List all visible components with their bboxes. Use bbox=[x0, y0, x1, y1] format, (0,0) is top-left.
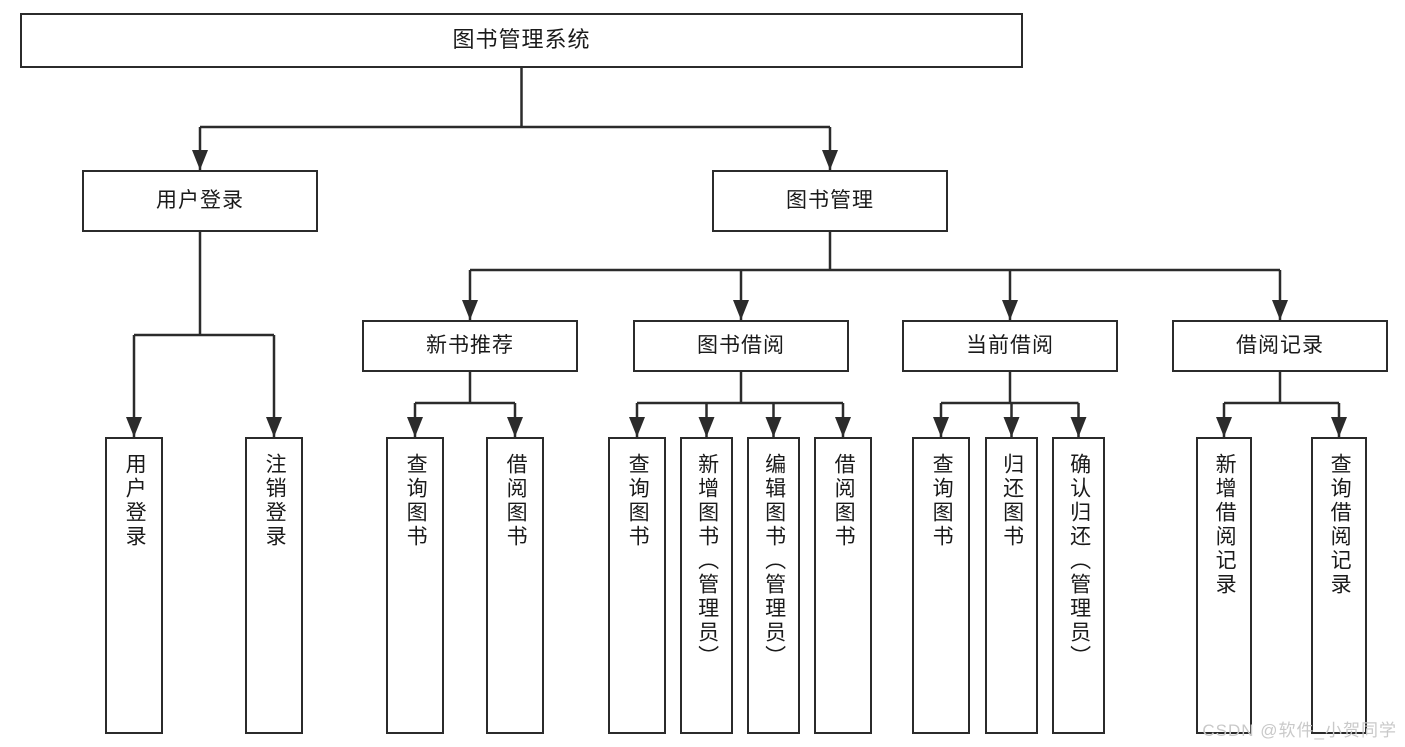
arrowhead-icon bbox=[933, 417, 949, 437]
node-label: 编辑图书（管理员） bbox=[762, 453, 786, 669]
node-label: 当前借阅 bbox=[966, 334, 1054, 358]
node-l-confirm[interactable]: 确认归还（管理员） bbox=[1052, 437, 1105, 734]
node-current[interactable]: 当前借阅 bbox=[902, 320, 1118, 372]
node-label: 确认归还（管理员） bbox=[1067, 453, 1091, 669]
arrowhead-icon bbox=[1070, 417, 1087, 437]
arrowhead-icon bbox=[407, 417, 423, 437]
node-label: 借阅图书 bbox=[504, 453, 528, 549]
arrowhead-icon bbox=[835, 417, 851, 437]
node-label: 图书管理系统 bbox=[452, 27, 591, 53]
node-l-queryrec[interactable]: 查询借阅记录 bbox=[1311, 437, 1367, 734]
node-label: 查询图书 bbox=[930, 453, 954, 549]
node-l-query1[interactable]: 查询图书 bbox=[386, 437, 444, 734]
node-l-logout[interactable]: 注销登录 bbox=[245, 437, 303, 734]
node-l-query3[interactable]: 查询图书 bbox=[912, 437, 970, 734]
arrowhead-icon bbox=[462, 300, 478, 320]
node-label: 新书推荐 bbox=[426, 334, 514, 358]
node-l-borrow1[interactable]: 借阅图书 bbox=[486, 437, 544, 734]
arrowhead-icon bbox=[507, 417, 523, 437]
node-login[interactable]: 用户登录 bbox=[82, 170, 318, 232]
arrowhead-icon bbox=[1002, 300, 1018, 320]
arrowhead-icon bbox=[126, 417, 142, 437]
node-label: 图书借阅 bbox=[697, 334, 785, 358]
node-l-query2[interactable]: 查询图书 bbox=[608, 437, 666, 734]
node-label: 借阅记录 bbox=[1236, 334, 1324, 358]
node-label: 新增图书（管理员） bbox=[695, 453, 719, 669]
arrowhead-icon bbox=[765, 417, 782, 437]
node-label: 查询图书 bbox=[404, 453, 428, 549]
node-newbook[interactable]: 新书推荐 bbox=[362, 320, 578, 372]
node-l-borrow2[interactable]: 借阅图书 bbox=[814, 437, 872, 734]
arrowhead-icon bbox=[1272, 300, 1288, 320]
arrowhead-icon bbox=[1003, 417, 1020, 437]
arrowhead-icon bbox=[733, 300, 749, 320]
node-label: 用户登录 bbox=[156, 189, 244, 213]
node-bookmgmt[interactable]: 图书管理 bbox=[712, 170, 948, 232]
node-l-return[interactable]: 归还图书 bbox=[985, 437, 1038, 734]
node-borrow[interactable]: 图书借阅 bbox=[633, 320, 849, 372]
arrowhead-icon bbox=[822, 150, 838, 170]
node-label: 图书管理 bbox=[786, 189, 874, 213]
arrowhead-icon bbox=[698, 417, 715, 437]
node-l-userlogin[interactable]: 用户登录 bbox=[105, 437, 163, 734]
node-l-addrec[interactable]: 新增借阅记录 bbox=[1196, 437, 1252, 734]
node-l-edit[interactable]: 编辑图书（管理员） bbox=[747, 437, 800, 734]
node-root[interactable]: 图书管理系统 bbox=[20, 13, 1023, 68]
arrowhead-icon bbox=[1331, 417, 1347, 437]
node-label: 查询借阅记录 bbox=[1328, 453, 1352, 597]
arrowhead-icon bbox=[1216, 417, 1232, 437]
node-label: 借阅图书 bbox=[832, 453, 856, 549]
node-records[interactable]: 借阅记录 bbox=[1172, 320, 1388, 372]
node-label: 归还图书 bbox=[1000, 453, 1024, 549]
node-l-add[interactable]: 新增图书（管理员） bbox=[680, 437, 733, 734]
arrowhead-icon bbox=[629, 417, 645, 437]
arrowhead-icon bbox=[192, 150, 208, 170]
node-label: 用户登录 bbox=[123, 453, 147, 549]
node-label: 查询图书 bbox=[626, 453, 650, 549]
arrowhead-icon bbox=[266, 417, 282, 437]
node-label: 注销登录 bbox=[263, 453, 287, 549]
node-label: 新增借阅记录 bbox=[1213, 453, 1237, 597]
